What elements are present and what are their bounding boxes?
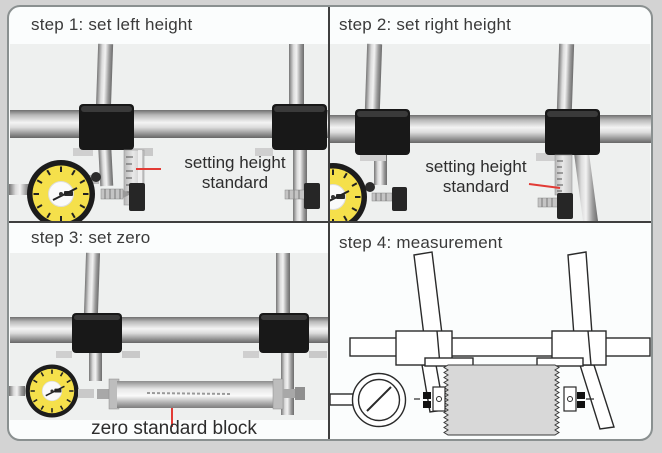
step1-title: step 1: set left height: [31, 15, 193, 34]
step1-photo: [9, 43, 328, 221]
callout-line-1: setting height: [184, 153, 286, 172]
step2-title: step 2: set right height: [339, 15, 512, 34]
setting-height-standard-gauge: [554, 154, 573, 196]
quadrant-step-4: step 4: measurement: [330, 223, 651, 439]
dial-indicator-icon: [24, 363, 80, 419]
step3-photo: [9, 252, 328, 427]
clamp-blocks: [56, 313, 327, 358]
left-clamp-screw: [365, 182, 407, 211]
step4-title: step 4: measurement: [339, 233, 503, 252]
callout-line-2: standard: [442, 177, 510, 197]
vertical-rods: [83, 252, 294, 415]
callout-line-1: setting height: [425, 157, 527, 176]
step2-photo: [330, 43, 651, 221]
pointer-line: [528, 183, 561, 189]
vertical-rods: [364, 43, 598, 221]
zero-standard-block-cylinder: [78, 378, 305, 410]
callout-line-2: standard: [201, 173, 269, 193]
left-contact-assembly: [414, 386, 446, 412]
right-clamp-screw: [284, 183, 320, 209]
quadrant-step-3: step 3: set zero zero standard block: [9, 223, 330, 439]
clamp-blocks: [355, 109, 600, 161]
right-rod-drawing: [567, 251, 593, 337]
right-contact-assembly: [563, 386, 594, 412]
dial-stem: [9, 184, 31, 195]
right-top-plate: [536, 357, 584, 367]
dial-indicator-drawing: [330, 372, 407, 428]
step3-title: step 3: set zero: [31, 228, 151, 247]
right-lower-rod: [579, 364, 615, 430]
dial-stem: [9, 386, 25, 396]
step4-drawing: [330, 251, 651, 436]
left-rod-drawing: [413, 251, 443, 337]
right-clamp-screw: [537, 193, 573, 219]
threaded-workpiece: [443, 364, 560, 436]
step3-callout-label: zero standard block: [91, 418, 257, 439]
